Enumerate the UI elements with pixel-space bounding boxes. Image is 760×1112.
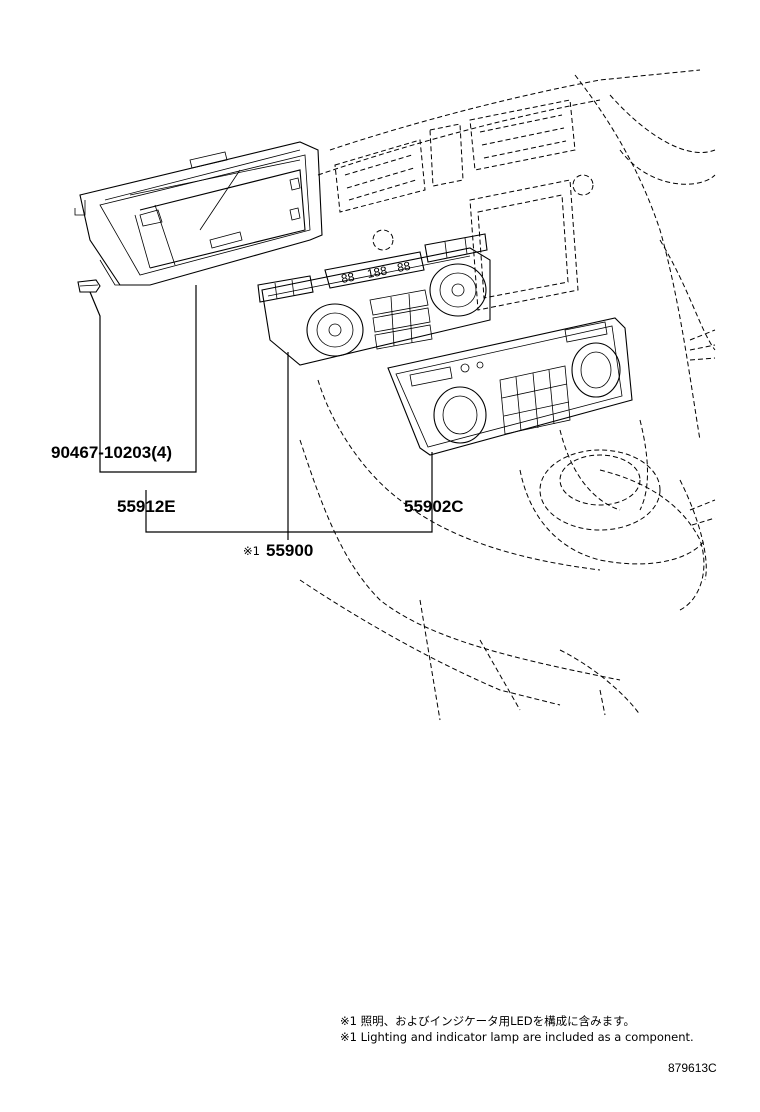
dashboard-outline — [299, 69, 716, 721]
footnote-english: ※1 Lighting and indicator lamp are inclu… — [340, 1030, 694, 1044]
temperature-knob-left — [306, 303, 364, 357]
part-label-trim-panel: 55902C — [404, 497, 464, 516]
display-left-readout: 88 — [340, 270, 356, 286]
part-label-bracket: 55912E — [117, 497, 176, 516]
display-right-readout: 88 — [396, 259, 412, 275]
assembly-note-mark: ※1 — [243, 544, 260, 558]
part-label-clip: 90467-10203(4) — [51, 443, 172, 462]
leader-lines — [89, 285, 433, 540]
display-center-readout: 188 — [366, 263, 389, 281]
temperature-knob-right — [429, 263, 487, 317]
climate-control-assembly: 88 188 88 — [257, 233, 491, 366]
part-label-assembly: 55900 — [266, 541, 313, 560]
mode-buttons — [369, 289, 433, 350]
lower-trim-panel — [387, 317, 633, 456]
footnote-japanese: ※1 照明、およびインジケータ用LEDを構成に含みます。 — [340, 1014, 635, 1028]
bracket-frame — [74, 141, 323, 286]
drawing-number: 879613C — [668, 1061, 717, 1075]
clip-part — [77, 279, 101, 293]
